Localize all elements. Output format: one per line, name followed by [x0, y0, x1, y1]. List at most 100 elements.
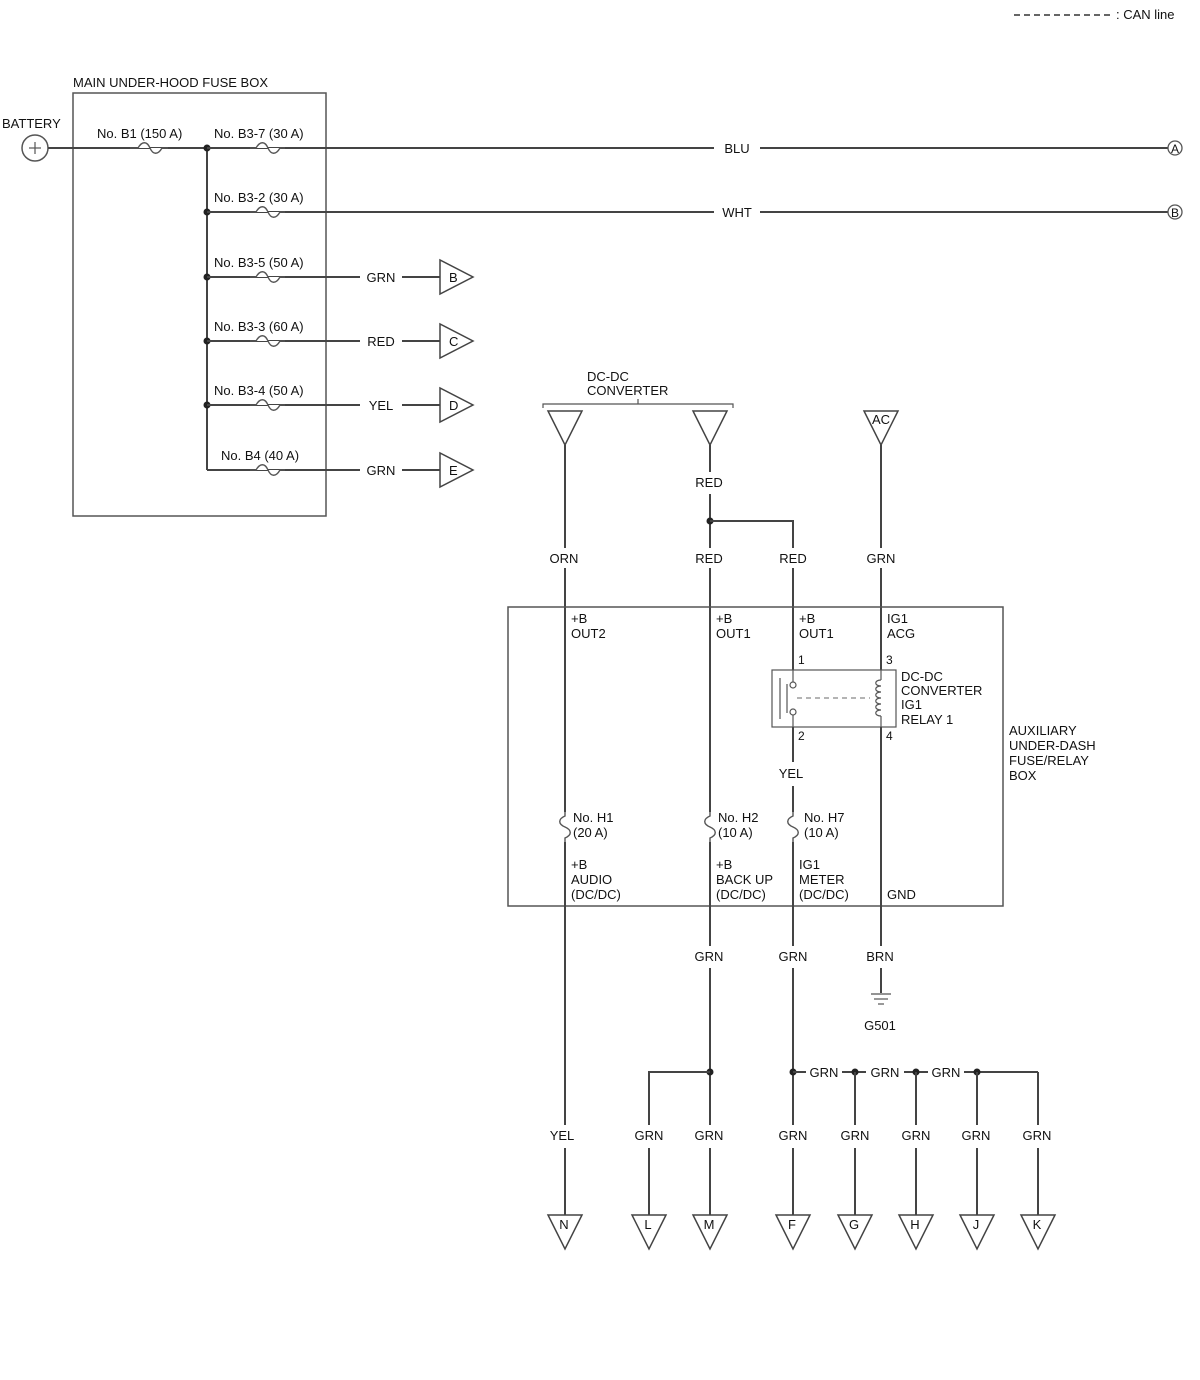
aux-fuse-relay-box	[507, 606, 1004, 907]
battery-label: BATTERY	[2, 116, 61, 131]
connector-a	[1167, 140, 1183, 156]
wire-label-yel-d: YEL	[369, 398, 394, 413]
fuse-h7-line2: (10 A)	[804, 825, 839, 840]
output-backup-line1: +B	[716, 857, 732, 872]
main-fuse-box-title: MAIN UNDER-HOOD FUSE BOX	[73, 75, 268, 90]
aux-box-title-line1: AUXILIARY	[1009, 723, 1077, 738]
terminal-out1-left-line1: +B	[716, 611, 732, 626]
legend: : CAN line	[1014, 7, 1175, 22]
fuse-b3-7-label: No. B3-7 (30 A)	[214, 126, 304, 141]
terminal-out2-line2: OUT2	[571, 626, 606, 641]
terminal-out1-right-line1: +B	[799, 611, 815, 626]
aux-box-title-line4: BOX	[1009, 768, 1037, 783]
connector-f-label: F	[788, 1217, 796, 1232]
fuse-h1-line2: (20 A)	[573, 825, 608, 840]
relay-pin-3: 3	[886, 653, 893, 667]
connector-d-label: D	[449, 398, 458, 413]
fuse-b1-icon	[130, 142, 168, 154]
output-meter-line1: IG1	[799, 857, 820, 872]
dc-dc-converter-line2: CONVERTER	[587, 383, 668, 398]
fuse-b3-7-icon	[250, 142, 285, 154]
connector-l-label: L	[644, 1217, 651, 1232]
connector-m	[691, 1214, 729, 1251]
main-fuse-box	[72, 92, 327, 517]
wire-label-yel-relay: YEL	[779, 766, 804, 781]
connector-f	[774, 1214, 812, 1251]
fuse-b1-label: No. B1 (150 A)	[97, 126, 182, 141]
fuse-b3-2-icon	[250, 206, 285, 218]
wire-label-grn-ig1: GRN	[867, 551, 896, 566]
wire-label-red-top: RED	[695, 475, 722, 490]
wire-label-grn-k: GRN	[1023, 1128, 1052, 1143]
fuse-h7-icon	[787, 812, 799, 842]
dc-dc-converter-line1: DC-DC	[587, 369, 629, 384]
relay-coil-icon	[875, 679, 882, 717]
wire-label-grn-j: GRN	[962, 1128, 991, 1143]
wire-label-bus-3: GRN	[932, 1065, 961, 1080]
connector-h	[897, 1214, 935, 1251]
aux-box-title-line2: UNDER-DASH	[1009, 738, 1096, 753]
fuse-h1-icon	[559, 812, 571, 842]
output-gnd: GND	[887, 887, 916, 902]
connector-a-label: A	[1171, 142, 1179, 156]
legend-can-line: : CAN line	[1116, 7, 1175, 22]
terminal-ig1-acg-line2: ACG	[887, 626, 915, 641]
wire-label-grn-b: GRN	[367, 270, 396, 285]
output-audio-line1: +B	[571, 857, 587, 872]
terminal-ig1-acg-line1: IG1	[887, 611, 908, 626]
fuse-b3-3-icon	[250, 335, 285, 347]
connector-m-label: M	[704, 1217, 715, 1232]
fuse-h2-line2: (10 A)	[718, 825, 753, 840]
connector-e-label: E	[449, 463, 458, 478]
connector-g	[836, 1214, 874, 1251]
relay-label-line3: IG1	[901, 697, 922, 712]
connector-dcdc-out2	[546, 410, 584, 447]
wire-label-wht: WHT	[722, 205, 752, 220]
wire-label-yel-n: YEL	[550, 1128, 575, 1143]
fuse-b3-5-icon	[250, 271, 285, 283]
connector-k-label: K	[1033, 1217, 1042, 1232]
connector-d	[439, 386, 475, 424]
fuse-h7-line1: No. H7	[804, 810, 844, 825]
relay-pin-1: 1	[798, 653, 805, 667]
connector-j-label: J	[973, 1217, 980, 1232]
connector-l	[630, 1214, 668, 1251]
dc-dc-converter-ig1-relay-1: 1 3 2 4 DC-DC CONVERTER IG1 RELAY 1	[771, 653, 982, 743]
relay-pin-4: 4	[886, 729, 893, 743]
relay-box	[771, 669, 897, 728]
wire-label-red-c: RED	[367, 334, 394, 349]
wire-label-red-left: RED	[695, 551, 722, 566]
wire-label-bus-2: GRN	[871, 1065, 900, 1080]
fuse-b3-4-label: No. B3-4 (50 A)	[214, 383, 304, 398]
output-meter-line3: (DC/DC)	[799, 887, 849, 902]
relay-pin-2: 2	[798, 729, 805, 743]
terminal-out1-right-line2: OUT1	[799, 626, 834, 641]
wire-label-grn-backup: GRN	[695, 949, 724, 964]
fuse-b3-4-icon	[250, 399, 285, 411]
wire-label-grn-g: GRN	[841, 1128, 870, 1143]
fuse-b4-icon	[250, 464, 285, 476]
relay-label-line4: RELAY 1	[901, 712, 953, 727]
fuse-b3-3-label: No. B3-3 (60 A)	[214, 319, 304, 334]
output-backup-line3: (DC/DC)	[716, 887, 766, 902]
battery: BATTERY	[2, 116, 61, 162]
terminal-out2-line1: +B	[571, 611, 587, 626]
dc-dc-converter: DC-DC CONVERTER	[542, 369, 734, 408]
connector-g-label: G	[849, 1217, 859, 1232]
fuse-b3-2-label: No. B3-2 (30 A)	[214, 190, 304, 205]
dc-dc-converter-bracket	[542, 403, 734, 408]
connector-b-circle	[1167, 204, 1183, 220]
connector-ac	[862, 410, 900, 447]
aux-box-title-line3: FUSE/RELAY	[1009, 753, 1089, 768]
fuse-h2-icon	[704, 812, 716, 842]
wire-label-grn-f: GRN	[779, 1128, 808, 1143]
wire-label-grn-meter: GRN	[779, 949, 808, 964]
output-meter-line2: METER	[799, 872, 845, 887]
wire-label-grn-l: GRN	[635, 1128, 664, 1143]
ground-g501-icon	[871, 993, 891, 1005]
terminal-out1-left-line2: OUT1	[716, 626, 751, 641]
connector-n	[546, 1214, 584, 1251]
connector-h-label: H	[910, 1217, 919, 1232]
aux-box-title: AUXILIARY UNDER-DASH FUSE/RELAY BOX	[1009, 723, 1096, 783]
connector-b	[439, 258, 475, 296]
